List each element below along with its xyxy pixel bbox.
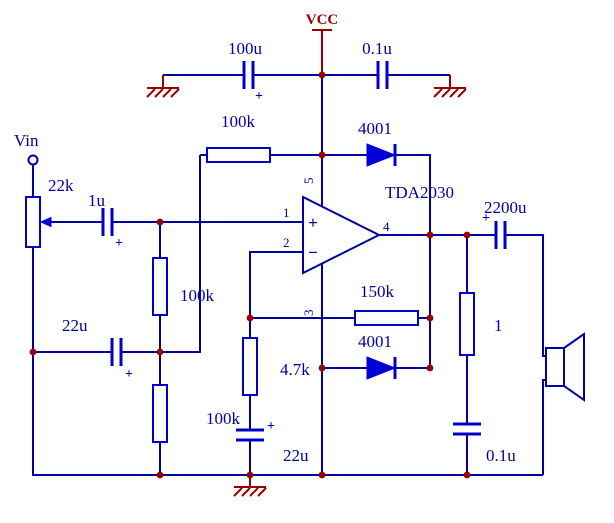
junction-dot [463,471,471,479]
junction-dot [318,151,326,159]
speaker [545,332,585,402]
speaker-body-icon [545,347,565,387]
feedback-cap: 22u + [236,419,309,465]
capacitor-plates [110,338,123,366]
feedback-resistor: 150k [354,282,419,326]
protection-diode-bottom: 4001 [358,332,397,380]
opamp-noninverting-sign: + [308,213,318,232]
junction-dot [29,348,37,356]
bulk-cap: 100u + [228,39,263,104]
opamp-tda2030: + − TDA2030 1 2 4 5 3 [283,178,454,317]
feedback-resistor-2: 4.7k [242,337,310,396]
resistor-body [242,337,258,396]
capacitor-plates [236,428,264,442]
zobel-cap-label: 0.1u [486,446,516,465]
input-terminal: Vin [14,131,39,166]
vcc-label: VCC [306,12,339,28]
junction-dot [246,314,254,322]
junction-dot [426,314,434,322]
pin-4-label: 4 [383,219,390,234]
opamp-part-label: TDA2030 [385,183,454,202]
junction-dot [156,348,164,356]
junction-dots [29,71,471,479]
polarity-plus: + [125,367,133,382]
pin-1-label: 1 [283,205,290,220]
hf-bypass-cap: 0.1u [362,39,392,89]
junction-dot [156,218,164,226]
protection-diode-top: 4001 [358,119,397,167]
capacitor-plates [376,61,389,89]
diode-bottom-label: 4001 [358,332,392,351]
resistor-body [152,257,168,316]
pot-body [25,196,41,248]
bias-resistor-top: 100k [206,112,271,163]
opamp-triangle [302,195,382,275]
junction-dot [246,471,254,479]
pin-3-label: 3 [301,310,316,317]
pot-wiper-arrow-icon [39,216,52,228]
diode-icon [366,356,397,380]
capacitor-plates [101,208,114,236]
output-cap: 2200u + [482,198,527,249]
junction-dot [426,231,434,239]
polarity-plus: + [255,89,263,104]
ground-icon [233,475,267,497]
bias-resistor-mid: 100k [152,257,215,316]
feedback-cap-label: 22u [283,446,309,465]
wire-network [32,74,546,476]
junction-dot [156,471,164,479]
hf-cap-label: 0.1u [362,39,392,58]
ground-icon [146,75,180,98]
input-cap-label: 1u [88,191,106,210]
capacitor-plates [242,61,255,89]
output-cap-label: 2200u [484,198,527,217]
polarity-plus: + [115,236,123,251]
polarity-plus: + [482,211,490,226]
vcc-bar-icon [312,29,332,75]
bulk-cap-label: 100u [228,39,263,58]
pin-5-label: 5 [301,178,316,185]
resistor-body [459,292,475,356]
junction-dot [318,71,326,79]
feedback-resistor-2-label: 4.7k [280,360,310,379]
terminal-circle-icon [27,154,39,166]
pin-2-label: 2 [283,235,290,250]
bias-resistor-top-label: 100k [221,112,256,131]
capacitor-plates [494,221,507,249]
bias-resistor-bottom: 100k [152,384,241,443]
vin-label: Vin [14,131,39,150]
diode-icon [366,143,397,167]
ground-icon [433,75,467,98]
resistor-body [206,147,271,163]
junction-dot [318,364,326,372]
polarity-plus: + [267,419,275,434]
bypass-cap: 22u + [62,316,133,382]
vcc-power-port: VCC [306,12,339,75]
input-cap: 1u + [88,191,123,251]
junction-dot [318,471,326,479]
junction-dot [463,231,471,239]
volume-pot: 22k [25,176,74,248]
bypass-cap-label: 22u [62,316,88,335]
zobel-resistor: 1 [459,292,503,356]
diode-top-label: 4001 [358,119,392,138]
bias-resistor-bottom-label: 100k [206,409,241,428]
feedback-resistor-label: 150k [360,282,395,301]
junction-dot [426,364,434,372]
speaker-horn-icon [563,332,585,402]
zobel-resistor-label: 1 [494,316,503,335]
capacitor-plates [453,422,481,436]
zobel-cap: 0.1u [453,422,516,465]
opamp-inverting-sign: − [308,243,318,262]
bias-resistor-mid-label: 100k [180,286,215,305]
resistor-body [152,384,168,443]
pot-label: 22k [48,176,74,195]
resistor-body [354,310,419,326]
